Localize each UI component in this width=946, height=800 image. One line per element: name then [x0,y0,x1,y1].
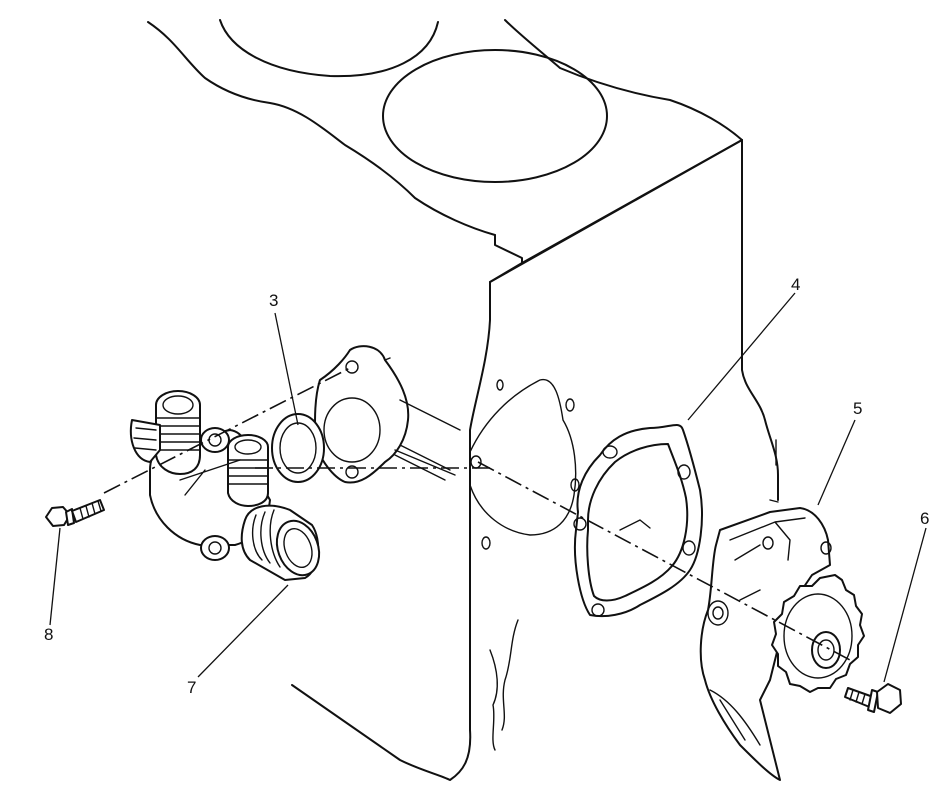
cylinder-bore-rear [219,19,439,78]
thermostat-housing [130,390,321,581]
callout-labels: 3 4 5 6 7 8 [44,275,929,697]
callout-8: 8 [44,625,53,644]
pump-sprocket [771,574,865,693]
callout-3: 3 [269,291,278,310]
leader-lines [49,292,927,683]
callout-7: 7 [187,678,196,697]
water-pump-gasket [573,423,703,618]
callout-4: 4 [791,275,800,294]
bolt-water-pump [844,683,902,714]
callout-5: 5 [853,399,862,418]
block-pump-face [469,379,577,536]
cylinder-bore-front [382,49,608,183]
bolt-thermostat-housing [45,499,105,527]
engine-block [147,19,779,781]
o-ring-gasket [271,413,325,483]
thermostat-housing-adapter [314,345,461,484]
assembly-centerlines [103,366,851,661]
callout-6: 6 [920,509,929,528]
water-pump [699,507,865,781]
